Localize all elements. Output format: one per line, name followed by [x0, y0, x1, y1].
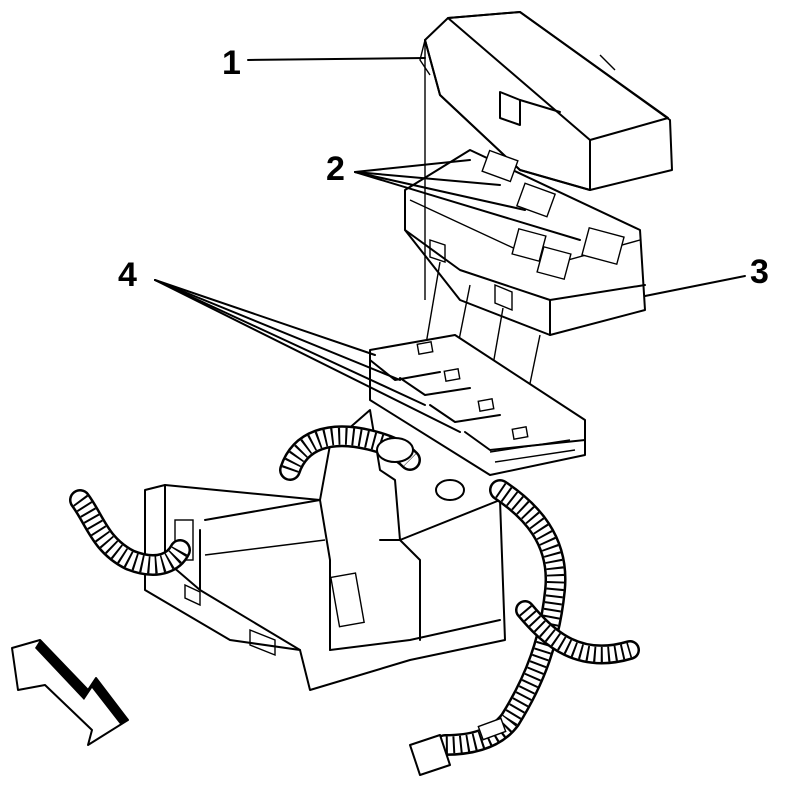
callout-4: 4 — [118, 256, 137, 294]
wiring-harness — [69, 425, 640, 776]
connector-terminal-blocks — [369, 334, 586, 476]
leader-lines — [154, 57, 746, 433]
callout-1: 1 — [222, 44, 241, 82]
forward-direction-arrow-icon — [11, 639, 129, 746]
fuse-block-tray — [144, 409, 506, 691]
callout-2: 2 — [326, 150, 345, 188]
alignment-guide-lines — [424, 40, 541, 433]
callout-3: 3 — [750, 253, 769, 291]
fuse-block-cover — [419, 11, 673, 191]
